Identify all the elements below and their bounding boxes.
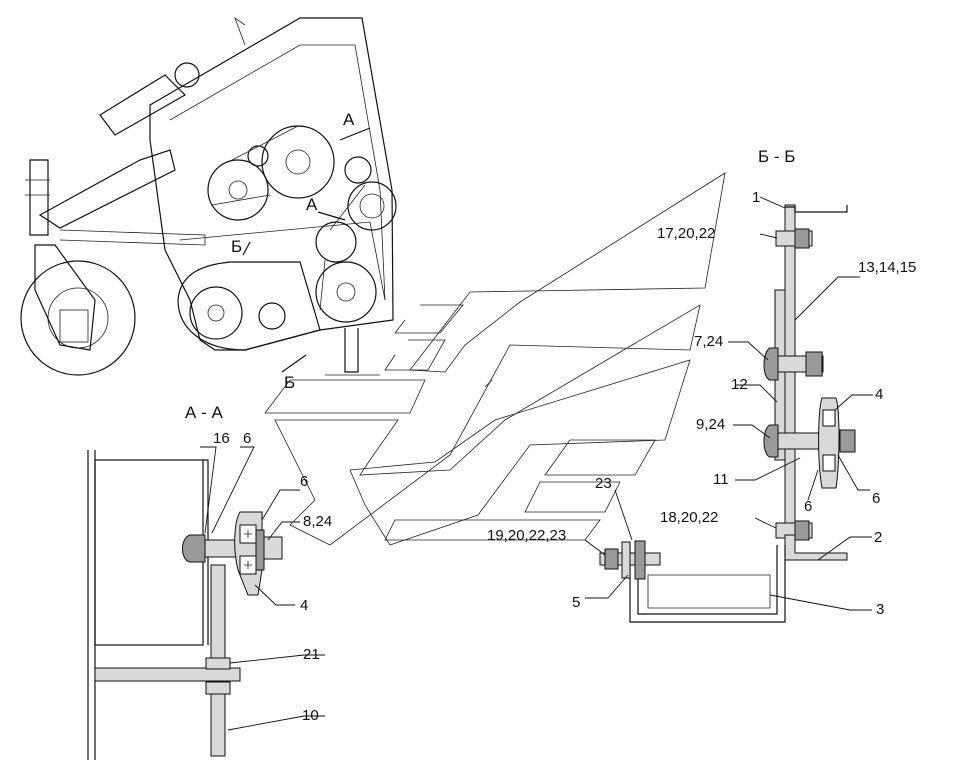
section-marker-a-lower: А (306, 195, 318, 214)
section-marker-b-lower: Б (284, 373, 295, 392)
callout-6-bb-right: 6 (872, 490, 880, 507)
callout-3: 3 (876, 601, 884, 618)
section-marker-a-upper: А (343, 110, 355, 129)
callout-1: 1 (752, 189, 760, 206)
callout-13-14-15: 13,14,15 (858, 259, 916, 276)
callout-17-20-22: 17,20,22 (657, 225, 715, 242)
section-b-b-title: Б - Б (758, 147, 795, 166)
callout-18-20-22: 18,20,22 (660, 509, 718, 526)
callout-4-bb: 4 (875, 386, 883, 403)
callout-12: 12 (731, 376, 748, 393)
callout-5: 5 (572, 594, 580, 611)
callout-19-20-22-23: 19,20,22,23 (487, 527, 566, 544)
callout-10: 10 (302, 707, 319, 724)
callout-4-aa: 4 (300, 597, 308, 614)
callout-6-bb-left: 6 (804, 498, 812, 515)
callout-6-mid: 6 (300, 473, 308, 490)
callout-21: 21 (303, 646, 320, 663)
section-a-a: А - А 16 6 6 8,24 4 2 (87, 403, 332, 760)
callout-9-24: 9,24 (696, 416, 725, 433)
callout-6-upper: 6 (243, 430, 251, 447)
callout-11: 11 (713, 471, 729, 488)
callout-2: 2 (874, 529, 882, 546)
machine-overview: А А Б Б (20, 16, 397, 392)
section-marker-b-upper: Б (231, 237, 242, 256)
section-b-b: Б - Б (487, 147, 916, 623)
section-a-a-title: А - А (185, 403, 223, 422)
callout-7-24: 7,24 (694, 333, 723, 350)
callout-8-24: 8,24 (303, 513, 332, 530)
chevron-pattern (264, 172, 726, 546)
callout-16: 16 (213, 430, 230, 447)
callout-23: 23 (595, 475, 612, 492)
